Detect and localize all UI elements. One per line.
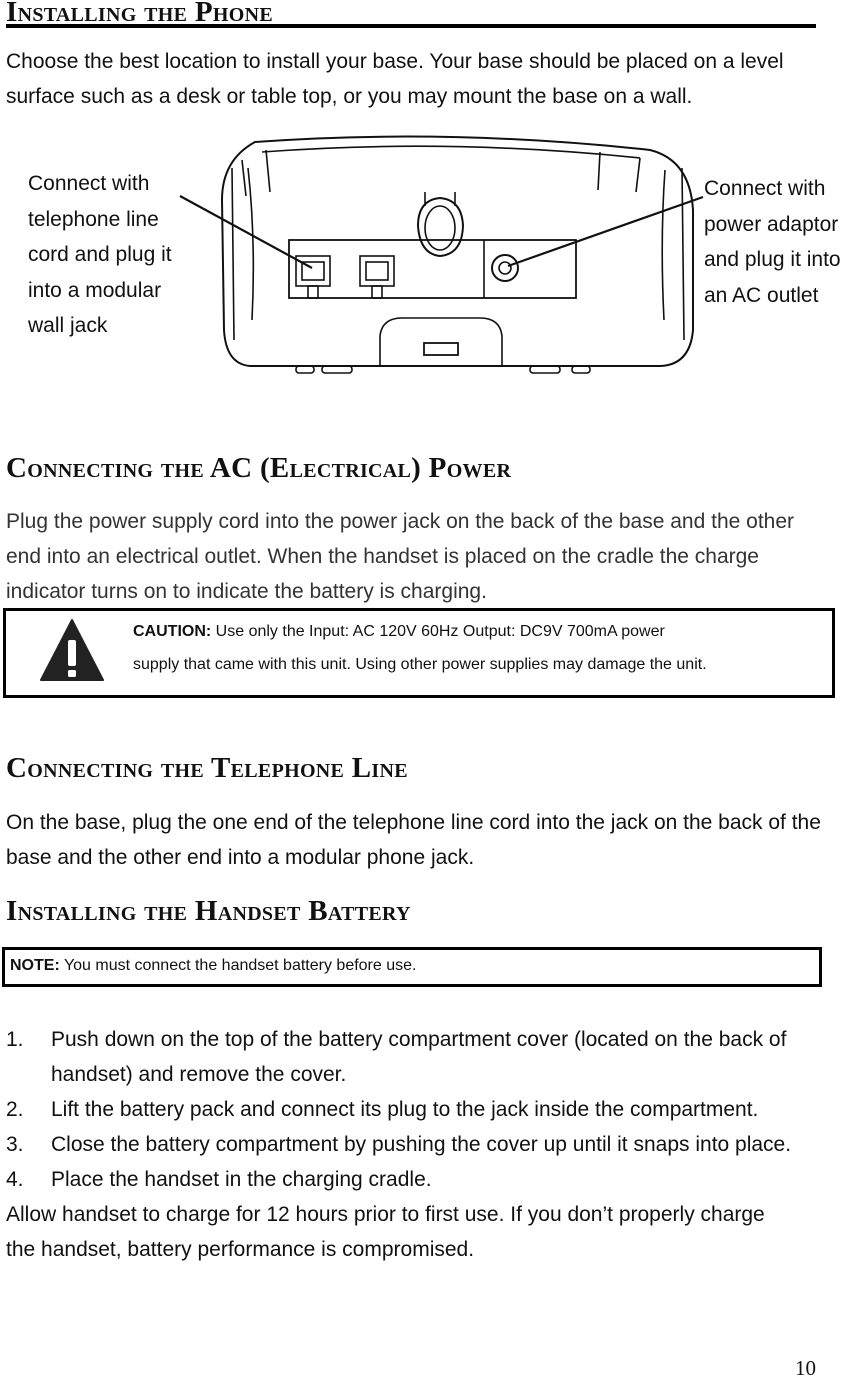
step-text: Place the handset in the charging cradle… <box>51 1168 432 1191</box>
list-item: 1. Push down on the top of the battery c… <box>6 1022 816 1092</box>
caution-line-2: supply that came with this unit. Using o… <box>133 656 707 673</box>
list-item: 4. Place the handset in the charging cra… <box>6 1162 816 1197</box>
note-box: NOTE: You must connect the handset batte… <box>2 947 822 987</box>
right-callout-line: power adaptor <box>704 212 839 236</box>
step-number: 4. <box>6 1168 24 1191</box>
warning-icon <box>40 619 104 681</box>
note-text: NOTE: You must connect the handset batte… <box>10 957 416 975</box>
step-text: Push down on the top of the battery comp… <box>51 1028 787 1086</box>
right-callout: Connect with power adaptor and plug it i… <box>704 171 856 313</box>
note-body: You must connect the handset battery bef… <box>63 957 417 974</box>
left-callout-line: wall jack <box>28 314 108 337</box>
page-number: 10 <box>795 1356 816 1380</box>
caution-text: CAUTION: Use only the Input: AC 120V 60H… <box>133 615 838 681</box>
section-title-ac-power: Connecting the AC (Electrical) Power <box>6 452 512 484</box>
section-title-handset-battery: Installing the Handset Battery <box>6 895 411 927</box>
caution-label: CAUTION: <box>133 623 212 640</box>
step-text: Close the battery compartment by pushing… <box>51 1133 792 1156</box>
left-callout: Connect with telephone line cord and plu… <box>28 166 203 344</box>
battery-steps-list: 1. Push down on the top of the battery c… <box>6 1022 816 1267</box>
list-item: 2. Lift the battery pack and connect its… <box>6 1092 816 1127</box>
closing-paragraph: Allow handset to charge for 12 hours pri… <box>6 1203 765 1261</box>
left-callout-line: telephone line <box>28 207 159 231</box>
ac-power-body: Plug the power supply cord into the powe… <box>6 510 795 603</box>
step-number: 1. <box>6 1028 24 1051</box>
section-title-installing-phone: Installing the Phone <box>6 0 273 28</box>
list-item: 3. Close the battery compartment by push… <box>6 1127 816 1162</box>
telephone-line-body: On the base, plug the one end of the tel… <box>6 811 821 869</box>
note-label: NOTE: <box>10 957 60 974</box>
step-number: 3. <box>6 1133 24 1156</box>
caution-box: CAUTION: Use only the Input: AC 120V 60H… <box>3 608 835 698</box>
left-callout-line: Connect with <box>28 172 150 195</box>
left-callout-line: cord and plug it <box>28 243 172 266</box>
right-callout-line: an AC outlet <box>704 283 819 307</box>
left-callout-line: into a modular <box>28 278 162 302</box>
step-text: Lift the battery pack and connect its pl… <box>51 1098 759 1121</box>
step-number: 2. <box>6 1098 24 1121</box>
right-callout-line: and plug it into <box>704 248 841 271</box>
right-callout-line: Connect with <box>704 177 826 200</box>
section-title-telephone-line: Connecting the Telephone Line <box>6 752 408 784</box>
phone-base-illustration <box>179 135 704 374</box>
title-underline <box>6 24 816 28</box>
installing-phone-body: Choose the best location to install your… <box>6 50 784 108</box>
caution-line-1: Use only the Input: AC 120V 60Hz Output:… <box>215 623 665 640</box>
